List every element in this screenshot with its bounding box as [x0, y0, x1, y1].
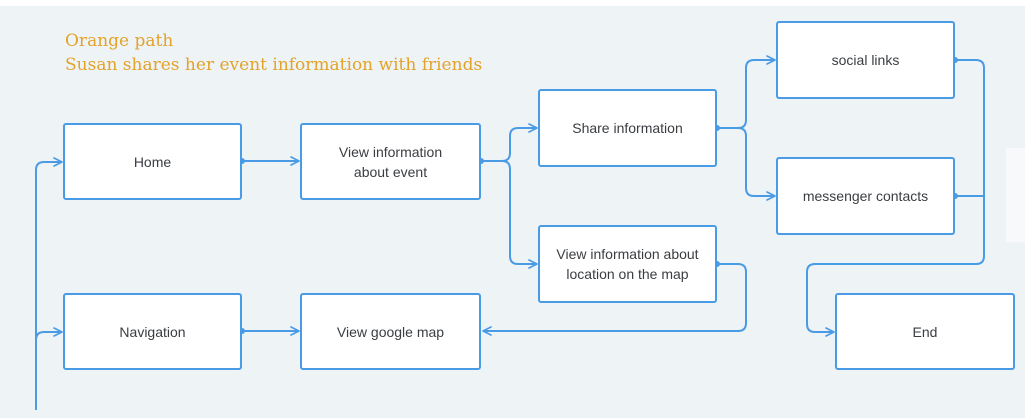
edge-entry-home	[35, 157, 63, 171]
node-navigation[interactable]: Navigation	[63, 293, 242, 370]
edge-view-info-event-view-location-map	[501, 160, 538, 269]
edge-entry-navigation	[35, 327, 63, 341]
diagram-title: Orange path	[65, 31, 174, 51]
node-end[interactable]: End	[835, 293, 1015, 370]
edge-view-location-map-view-google-map	[482, 263, 747, 336]
edge-share-info-social-links	[717, 55, 776, 129]
side-panel	[1006, 148, 1025, 242]
edge-share-info-messenger-contacts	[737, 127, 776, 201]
edge-social-links-end	[806, 59, 985, 337]
edge-view-info-event-share-info	[481, 123, 538, 162]
node-home[interactable]: Home	[63, 123, 242, 200]
node-messenger-contacts[interactable]: messenger contacts	[776, 157, 955, 235]
node-share-info[interactable]: Share information	[538, 89, 717, 167]
node-view-google-map[interactable]: View google map	[300, 293, 481, 370]
top-strip	[0, 0, 1025, 6]
node-social-links[interactable]: social links	[776, 21, 955, 99]
diagram-subtitle: Susan shares her event information with …	[65, 55, 483, 75]
